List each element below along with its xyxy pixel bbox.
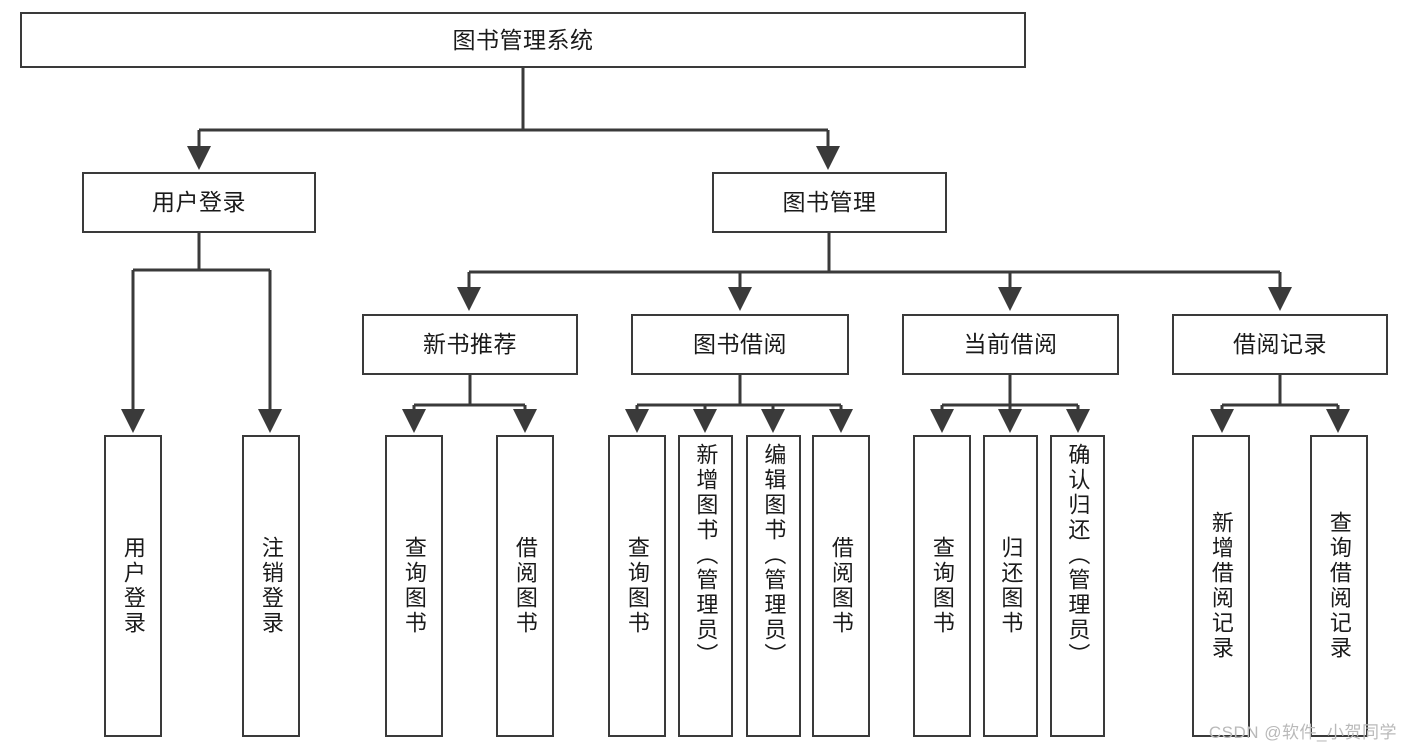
node-label: 查询图书 xyxy=(401,536,427,636)
leaf-record-add-record[interactable]: 新增借阅记录 xyxy=(1192,435,1250,737)
leaf-logout[interactable]: 注销登录 xyxy=(242,435,300,737)
node-label: 图书管理系统 xyxy=(452,26,594,53)
node-label: 确认归还（管理员） xyxy=(1065,443,1091,668)
leaf-current-confirm-return-admin[interactable]: 确认归还（管理员） xyxy=(1050,435,1105,737)
leaf-recommend-query-book[interactable]: 查询图书 xyxy=(385,435,443,737)
watermark-text: CSDN @软件_小贺同学 xyxy=(1208,723,1397,742)
node-root-system[interactable]: 图书管理系统 xyxy=(20,12,1026,68)
node-label: 借阅记录 xyxy=(1233,331,1327,358)
node-label: 借阅图书 xyxy=(512,536,538,636)
node-new-book-recommend[interactable]: 新书推荐 xyxy=(362,314,578,375)
leaf-borrow-edit-book-admin[interactable]: 编辑图书（管理员） xyxy=(746,435,801,737)
node-borrow-record[interactable]: 借阅记录 xyxy=(1172,314,1388,375)
node-label: 新书推荐 xyxy=(423,331,517,358)
leaf-current-query-book[interactable]: 查询图书 xyxy=(913,435,971,737)
leaf-user-login[interactable]: 用户登录 xyxy=(104,435,162,737)
node-book-borrow[interactable]: 图书借阅 xyxy=(631,314,849,375)
node-book-management[interactable]: 图书管理 xyxy=(712,172,947,233)
node-label: 新增借阅记录 xyxy=(1208,511,1234,661)
node-label: 编辑图书（管理员） xyxy=(761,443,787,668)
node-label: 当前借阅 xyxy=(963,331,1058,358)
leaf-record-query-record[interactable]: 查询借阅记录 xyxy=(1310,435,1368,737)
node-label: 用户登录 xyxy=(120,536,146,636)
node-label: 归还图书 xyxy=(998,536,1024,636)
leaf-current-return-book[interactable]: 归还图书 xyxy=(983,435,1038,737)
leaf-borrow-query-book[interactable]: 查询图书 xyxy=(608,435,666,737)
leaf-borrow-add-book-admin[interactable]: 新增图书（管理员） xyxy=(678,435,733,737)
node-label: 查询图书 xyxy=(929,536,955,636)
node-label: 借阅图书 xyxy=(828,536,854,636)
node-label: 图书管理 xyxy=(782,189,877,216)
node-label: 用户登录 xyxy=(152,189,246,216)
node-current-borrow[interactable]: 当前借阅 xyxy=(902,314,1119,375)
leaf-borrow-borrow-book[interactable]: 借阅图书 xyxy=(812,435,870,737)
node-label: 注销登录 xyxy=(258,536,284,636)
leaf-recommend-borrow-book[interactable]: 借阅图书 xyxy=(496,435,554,737)
node-label: 查询借阅记录 xyxy=(1326,511,1352,661)
node-label: 新增图书（管理员） xyxy=(693,443,719,668)
node-label: 图书借阅 xyxy=(693,331,787,358)
node-user-login[interactable]: 用户登录 xyxy=(82,172,316,233)
node-label: 查询图书 xyxy=(624,536,650,636)
